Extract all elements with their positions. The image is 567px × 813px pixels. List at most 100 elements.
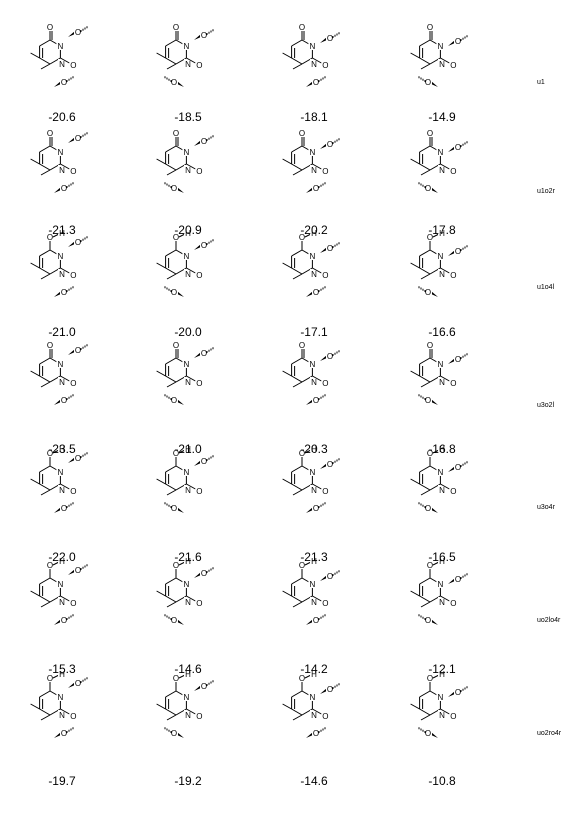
oxygen-atom: O bbox=[313, 396, 319, 405]
oxygen-atom: O bbox=[47, 23, 53, 32]
nitrogen-atom: N bbox=[185, 60, 191, 69]
oxygen-atom: O bbox=[327, 34, 333, 43]
energy-value: -22.0 bbox=[48, 550, 76, 564]
energy-value: -21.6 bbox=[174, 550, 202, 564]
nitrogen-atom: N bbox=[438, 580, 444, 589]
oxygen-atom: O bbox=[455, 143, 461, 152]
nitrogen-atom: N bbox=[184, 468, 190, 477]
oxygen-atom: O bbox=[455, 355, 461, 364]
nitrogen-atom: N bbox=[311, 60, 317, 69]
energy-value: -20.2 bbox=[300, 223, 328, 237]
hydrogen-atom: H bbox=[311, 557, 317, 566]
oxygen-atom: O bbox=[425, 396, 431, 405]
oxygen-atom: O bbox=[196, 599, 202, 608]
oxygen-atom: O bbox=[425, 616, 431, 625]
nitrogen-atom: N bbox=[185, 598, 191, 607]
oxygen-atom: O bbox=[327, 460, 333, 469]
oxygen-atom: O bbox=[299, 449, 305, 458]
oxygen-atom: O bbox=[75, 566, 81, 575]
oxygen-atom: O bbox=[427, 129, 433, 138]
energy-value: -20.0 bbox=[174, 325, 202, 339]
hydrogen-atom: H bbox=[311, 445, 317, 454]
oxygen-atom: O bbox=[455, 463, 461, 472]
nitrogen-atom: N bbox=[184, 580, 190, 589]
hydrogen-atom: H bbox=[185, 445, 191, 454]
oxygen-atom: O bbox=[450, 61, 456, 70]
nitrogen-atom: N bbox=[439, 486, 445, 495]
oxygen-atom: O bbox=[70, 599, 76, 608]
oxygen-atom: O bbox=[299, 129, 305, 138]
oxygen-atom: O bbox=[201, 31, 207, 40]
oxygen-atom: O bbox=[450, 487, 456, 496]
energy-value: -16.5 bbox=[428, 550, 456, 564]
nitrogen-atom: N bbox=[58, 580, 64, 589]
energy-value: -17.1 bbox=[300, 325, 328, 339]
oxygen-atom: O bbox=[70, 712, 76, 721]
nitrogen-atom: N bbox=[59, 270, 65, 279]
oxygen-atom: O bbox=[427, 561, 433, 570]
oxygen-atom: O bbox=[75, 679, 81, 688]
oxygen-atom: O bbox=[322, 379, 328, 388]
row-label: u1 bbox=[537, 79, 545, 86]
oxygen-atom: O bbox=[70, 379, 76, 388]
oxygen-atom: O bbox=[327, 352, 333, 361]
oxygen-atom: O bbox=[173, 341, 179, 350]
energy-value: -12.1 bbox=[428, 662, 456, 676]
oxygen-atom: O bbox=[47, 674, 53, 683]
oxygen-atom: O bbox=[425, 504, 431, 513]
oxygen-atom: O bbox=[427, 233, 433, 242]
oxygen-atom: O bbox=[75, 28, 81, 37]
nitrogen-atom: N bbox=[310, 580, 316, 589]
nitrogen-atom: N bbox=[185, 166, 191, 175]
oxygen-atom: O bbox=[313, 184, 319, 193]
hydrogen-atom: H bbox=[185, 229, 191, 238]
oxygen-atom: O bbox=[75, 346, 81, 355]
oxygen-atom: O bbox=[173, 233, 179, 242]
energy-value: -14.6 bbox=[300, 774, 328, 788]
oxygen-atom: O bbox=[61, 184, 67, 193]
oxygen-atom: O bbox=[425, 729, 431, 738]
oxygen-atom: O bbox=[196, 271, 202, 280]
oxygen-atom: O bbox=[201, 457, 207, 466]
nitrogen-atom: N bbox=[311, 598, 317, 607]
oxygen-atom: O bbox=[47, 449, 53, 458]
nitrogen-atom: N bbox=[439, 166, 445, 175]
oxygen-atom: O bbox=[425, 184, 431, 193]
energy-value: -19.2 bbox=[174, 774, 202, 788]
energy-value: -10.8 bbox=[428, 774, 456, 788]
oxygen-atom: O bbox=[47, 561, 53, 570]
oxygen-atom: O bbox=[201, 137, 207, 146]
nitrogen-atom: N bbox=[310, 360, 316, 369]
hydrogen-atom: H bbox=[439, 670, 445, 679]
hydrogen-atom: H bbox=[311, 229, 317, 238]
oxygen-atom: O bbox=[171, 288, 177, 297]
row-label: u1o2r bbox=[537, 188, 555, 195]
oxygen-atom: O bbox=[313, 729, 319, 738]
oxygen-atom: O bbox=[425, 288, 431, 297]
oxygen-atom: O bbox=[455, 688, 461, 697]
nitrogen-atom: N bbox=[185, 270, 191, 279]
oxygen-atom: O bbox=[455, 37, 461, 46]
oxygen-atom: O bbox=[313, 616, 319, 625]
energy-value: -23.5 bbox=[48, 442, 76, 456]
nitrogen-atom: N bbox=[311, 166, 317, 175]
hydrogen-atom: H bbox=[59, 445, 65, 454]
nitrogen-atom: N bbox=[185, 378, 191, 387]
row-label: u3o2l bbox=[537, 402, 555, 409]
oxygen-atom: O bbox=[327, 685, 333, 694]
oxygen-atom: O bbox=[313, 78, 319, 87]
oxygen-atom: O bbox=[427, 674, 433, 683]
hydrogen-atom: H bbox=[185, 557, 191, 566]
energy-value: -16.6 bbox=[428, 325, 456, 339]
nitrogen-atom: N bbox=[59, 711, 65, 720]
oxygen-atom: O bbox=[299, 341, 305, 350]
oxygen-atom: O bbox=[61, 729, 67, 738]
oxygen-atom: O bbox=[173, 674, 179, 683]
